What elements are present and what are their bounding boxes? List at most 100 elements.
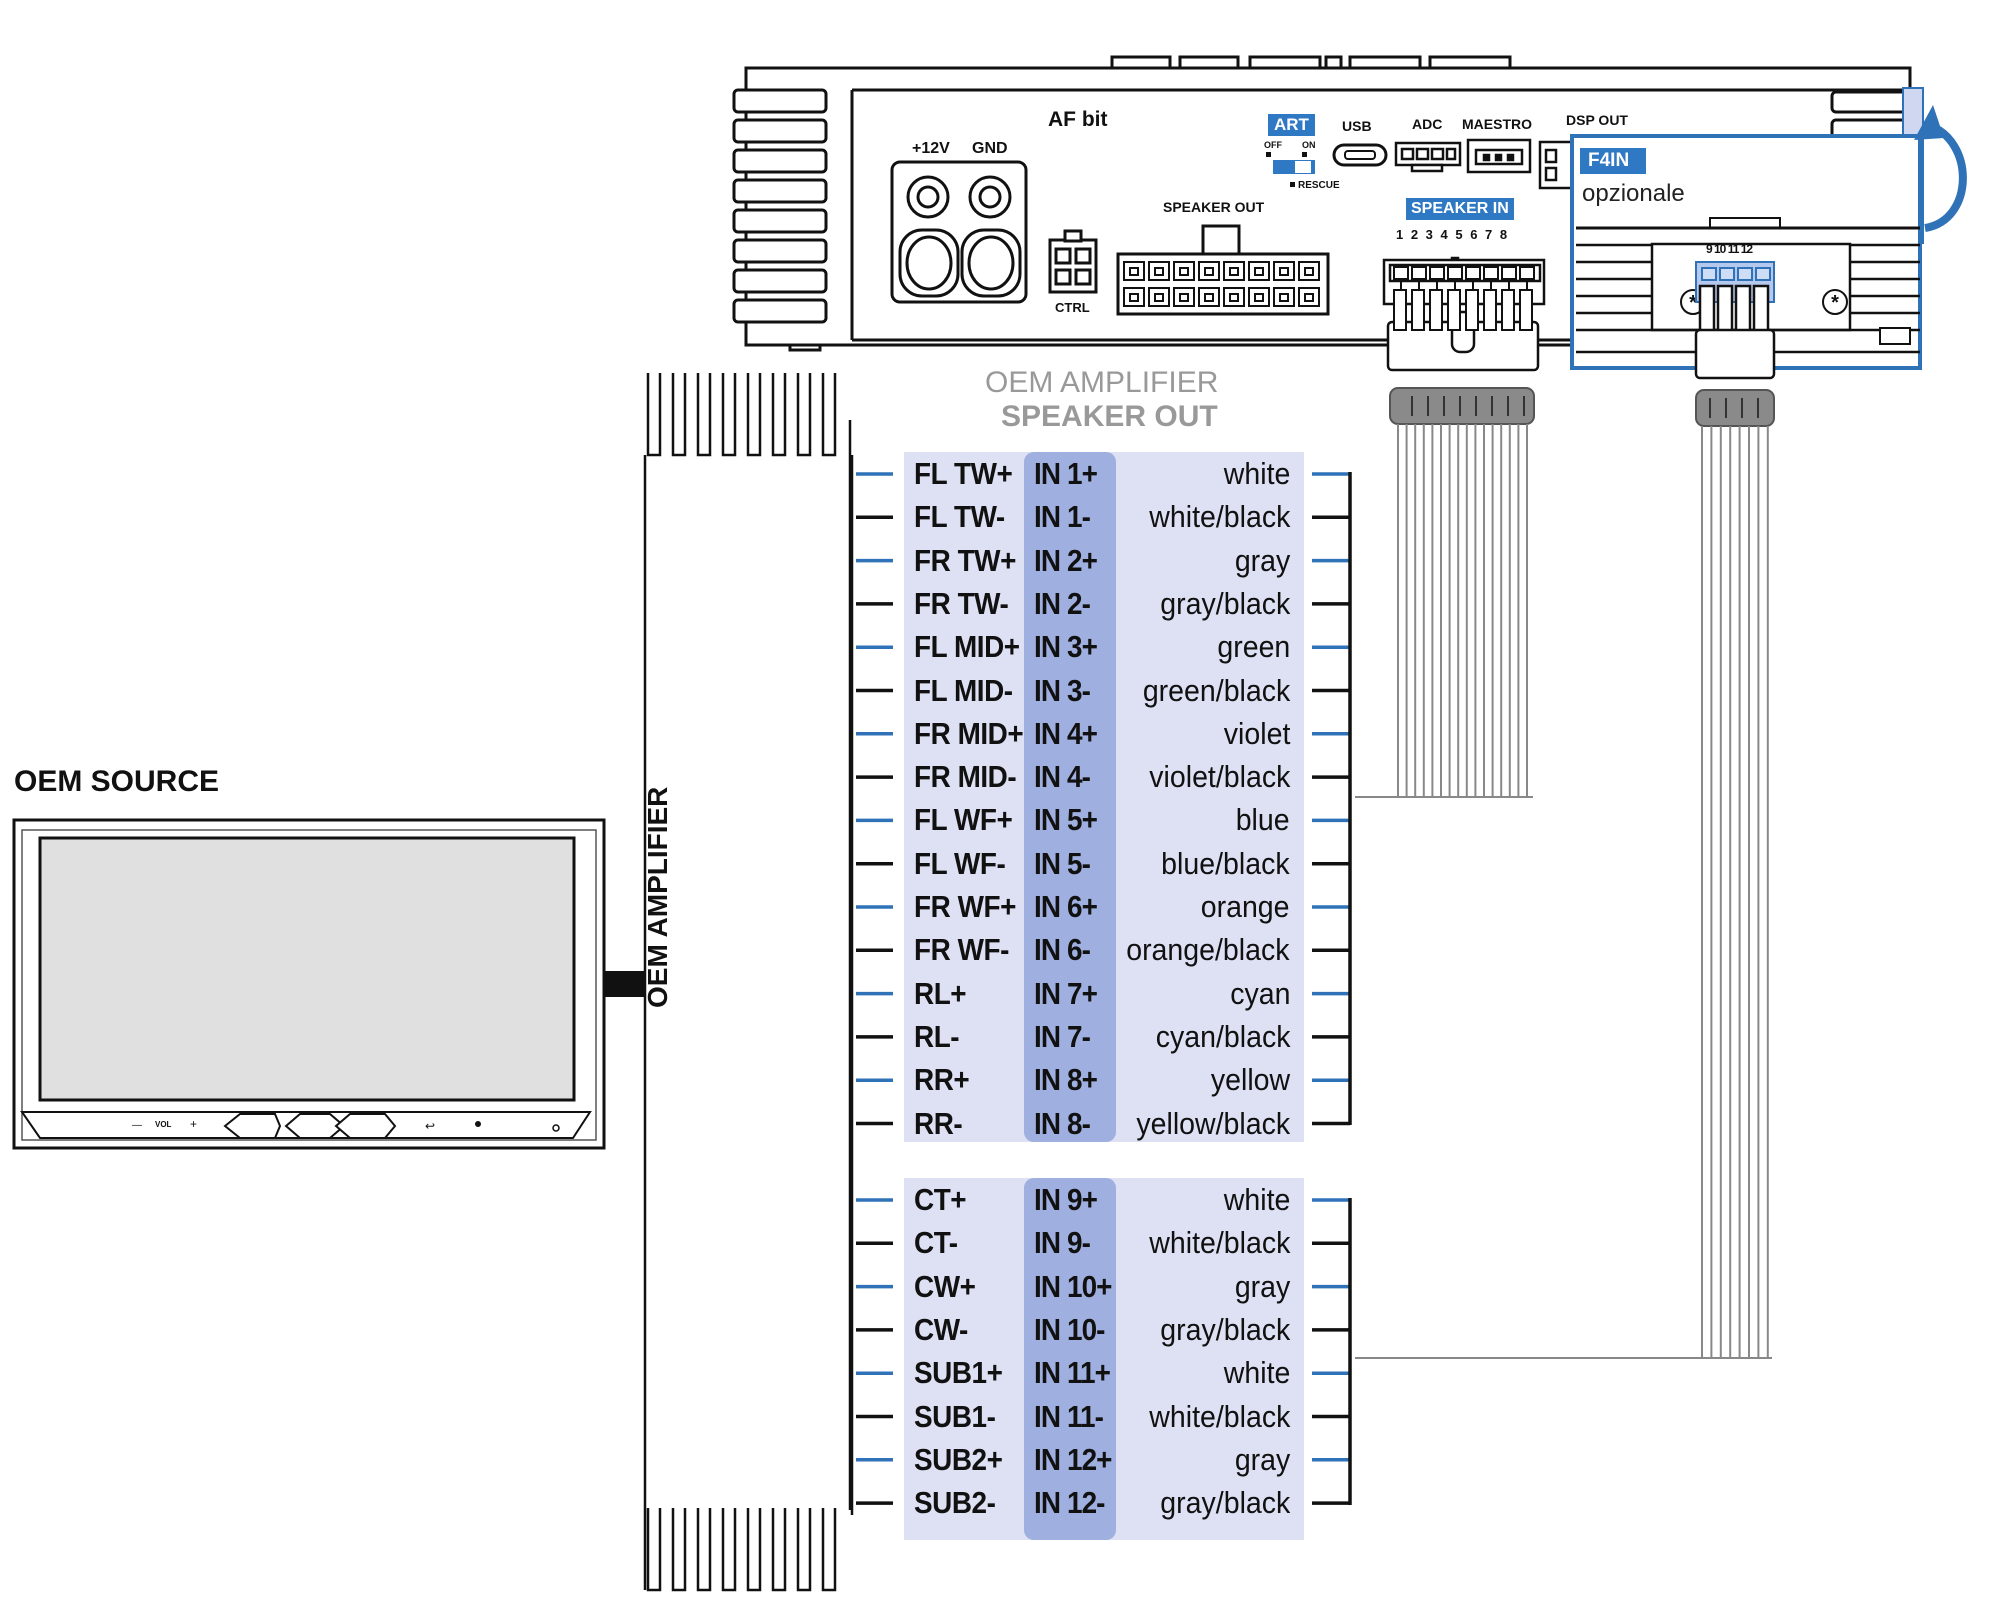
plug-contact	[1447, 289, 1461, 331]
signal-label: SUB2+	[914, 1441, 1003, 1477]
oem-amp-title-line1: OEM AMPLIFIER	[985, 366, 1219, 399]
pin-label: IN 2-	[1034, 585, 1091, 621]
plug-contact	[1393, 289, 1407, 331]
heatsink-fin	[746, 373, 762, 457]
heatsink-fin	[646, 1508, 662, 1592]
signal-label: FR WF-	[914, 932, 1009, 968]
wire-color-label: gray/black	[1160, 585, 1290, 621]
table-row: FR WF+IN 6+orange	[904, 887, 1304, 930]
heatsink-fin	[646, 373, 662, 457]
speaker-in-wire-bundle	[1355, 424, 1533, 798]
wire-color-label: green/black	[1142, 672, 1290, 708]
table-row: FR MID-IN 4-violet/black	[904, 757, 1304, 800]
table-row: SUB1+IN 11+white	[904, 1353, 1304, 1396]
table-row: CT-IN 9-white/black	[904, 1223, 1304, 1266]
oem-amplifier-side-label: OEM AMPLIFIER	[642, 786, 673, 1008]
signal-label: RL-	[914, 1018, 960, 1054]
signal-label: CW+	[914, 1268, 976, 1304]
plug-contact	[1429, 289, 1443, 331]
pin-column	[1024, 452, 1116, 1142]
signal-label: SUB1+	[914, 1355, 1003, 1391]
device-model-label: AF bit	[1048, 108, 1108, 131]
pin-label: IN 10+	[1034, 1268, 1112, 1304]
speaker-out-label: SPEAKER OUT	[1163, 199, 1265, 215]
pin-label: IN 6-	[1034, 932, 1091, 968]
rescue-label: RESCUE	[1298, 180, 1340, 191]
wire-color-label: cyan/black	[1155, 1018, 1290, 1054]
heatsink-fin	[821, 1508, 837, 1592]
adc-label: ADC	[1412, 116, 1443, 132]
plug-contact	[1411, 289, 1425, 331]
heatsink-fin	[721, 373, 737, 457]
signal-label: RR-	[914, 1105, 963, 1141]
pin-socket	[1429, 266, 1445, 280]
pin-label: IN 12+	[1034, 1441, 1112, 1477]
heatsink-fin	[696, 373, 712, 457]
pin-label: IN 4-	[1034, 759, 1091, 795]
signal-label: FR WF+	[914, 889, 1016, 924]
table-row: RL- IN 7- cyan/black	[904, 1017, 1304, 1060]
wire-color-label: gray/black	[1160, 1311, 1290, 1347]
table-row: FR MID+IN 4+violet	[904, 714, 1304, 757]
heatsink-fin	[796, 1508, 812, 1592]
signal-label: CT-	[914, 1225, 958, 1261]
art-on-label: ON	[1302, 140, 1316, 150]
f4in-note: opzionale	[1582, 180, 1685, 207]
signal-label: FR MID+	[914, 715, 1024, 751]
plug-contact	[1501, 289, 1515, 331]
pin-label: IN 7-	[1034, 1018, 1091, 1054]
vol-label: VOL	[155, 1120, 172, 1129]
table-row: FL TW+IN 1+white	[904, 454, 1304, 497]
art-badge: ART	[1268, 114, 1315, 136]
f4in-wire-bundle	[1355, 426, 1772, 1359]
adc-port	[1394, 141, 1462, 173]
svg-text:↩: ↩	[425, 1119, 435, 1133]
pin-label: IN 11+	[1034, 1355, 1111, 1391]
plug-contact	[1483, 289, 1497, 331]
oem-source-label: OEM SOURCE	[14, 765, 220, 798]
oem-source-head-unit: — + ↩	[12, 818, 606, 1150]
pin-socket	[1465, 266, 1481, 280]
dsp-out-label: DSP OUT	[1566, 112, 1628, 128]
oem-amp-title-line2: SPEAKER OUT	[1001, 400, 1218, 433]
signal-label: SUB1-	[914, 1398, 996, 1434]
table-row: CW+IN 10+gray	[904, 1267, 1304, 1310]
wire-color-label: violet	[1223, 715, 1290, 751]
wire-color-label: yellow/black	[1136, 1105, 1290, 1141]
pin-label: IN 3-	[1034, 672, 1091, 708]
wire-color-label: white/black	[1148, 499, 1290, 535]
wire-color-label: gray/black	[1160, 1485, 1290, 1521]
f4in-plug	[1694, 284, 1776, 380]
wire-color-label: orange/black	[1126, 932, 1290, 968]
signal-label: FL TW+	[914, 456, 1013, 491]
plug-contact	[1519, 289, 1533, 331]
art-off-label: OFF	[1264, 140, 1282, 150]
heatsink-fin	[771, 1508, 787, 1592]
oem-amplifier-body	[643, 420, 852, 1590]
table-row: FL TW-IN 1-white/black	[904, 497, 1304, 540]
table-row: SUB2+ IN 12+ gray	[904, 1440, 1304, 1483]
pin-socket	[1447, 266, 1463, 280]
wire-color-label: violet/black	[1148, 759, 1290, 795]
table-row: RR+IN 8+yellow	[904, 1060, 1304, 1103]
wire-color-label: blue/black	[1161, 845, 1290, 881]
wire-color-label: green	[1217, 629, 1290, 665]
maestro-port	[1466, 138, 1532, 174]
wire-color-label: cyan	[1229, 975, 1290, 1011]
ctrl-label: CTRL	[1055, 300, 1090, 315]
art-switch	[1266, 152, 1315, 187]
table-row: RL+IN 7+cyan	[904, 974, 1304, 1017]
signal-label: SUB2-	[914, 1485, 996, 1521]
signal-label: FR TW+	[914, 542, 1016, 578]
speaker-in-badge: SPEAKER IN	[1406, 198, 1514, 220]
pin-label: IN 9+	[1034, 1182, 1098, 1217]
table-row: CT+IN 9+white	[904, 1180, 1304, 1223]
heatsink-fin	[746, 1508, 762, 1592]
table-row: FR TW+IN 2+gray	[904, 541, 1304, 584]
power-12v-label: +12V	[912, 140, 950, 157]
wire-color-label: gray	[1234, 1441, 1290, 1477]
speaker-out-pins	[1123, 261, 1320, 307]
